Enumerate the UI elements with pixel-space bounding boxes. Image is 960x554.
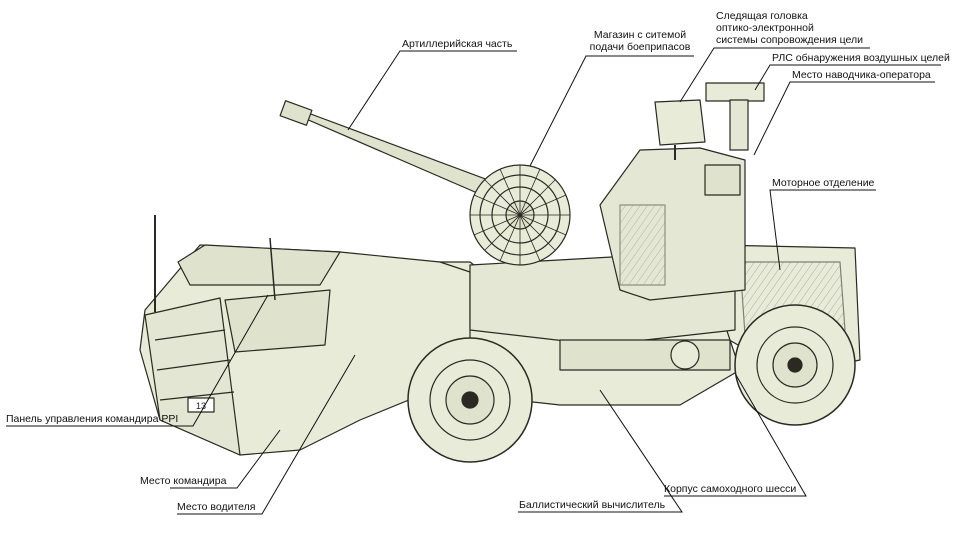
label-artillery: Артиллерийская часть (402, 38, 513, 50)
label-ballistic: Баллистический вычислитель (519, 499, 666, 511)
leader-operator (753, 81, 935, 156)
cab-front (144, 297, 241, 456)
radar-antenna (705, 82, 765, 102)
leader-panel (6, 294, 269, 427)
leader-tracker (679, 47, 870, 103)
tracker-head (654, 99, 706, 146)
driveline (559, 339, 731, 371)
label-tracker-line3: системы сопровождения цели (716, 34, 863, 46)
label-chassis: Корпус самоходного шесси (664, 483, 797, 495)
label-tracker: Следящая головка оптико-электронной сист… (716, 10, 863, 46)
rear-wheel (734, 304, 856, 426)
grille-line (156, 359, 231, 371)
leader-radar (754, 64, 941, 91)
muzzle-brake (279, 100, 313, 126)
label-radar: РЛС обнаружения воздушных целей (772, 52, 950, 64)
label-engine: Моторное отделение (772, 177, 875, 189)
label-panel: Панель управления командира PPI (6, 413, 179, 425)
label-tracker-line2: оптико-электронной (716, 22, 814, 34)
label-magazine: Магазин с ситемой подачи боеприпасов (588, 29, 692, 53)
grille-line (159, 391, 235, 401)
leader-artillery (347, 50, 517, 131)
differential (670, 340, 700, 370)
radar-mast (729, 99, 749, 151)
leader-lines (6, 47, 941, 515)
plate-text: 13 (196, 401, 206, 411)
turret-internals (619, 204, 666, 286)
leader-engine (769, 189, 876, 271)
ammo-drum-spokes (470, 165, 570, 265)
cab-roof (177, 244, 341, 286)
leader-chassis (664, 374, 807, 497)
label-driver: Место водителя (177, 501, 256, 513)
label-commander: Место командира (140, 475, 227, 487)
leader-commander (170, 429, 281, 489)
leader-driver (177, 354, 356, 515)
antenna (269, 237, 276, 301)
label-operator: Место наводчика-оператора (792, 69, 931, 81)
leader-ballistic (518, 389, 683, 513)
cab-window (224, 289, 331, 353)
grille-line (154, 329, 226, 341)
front-wheel (407, 337, 533, 463)
leader-magazine (529, 55, 694, 167)
label-magazine-line1: Магазин с ситемой (593, 29, 687, 41)
control-panel (704, 164, 741, 196)
label-magazine-line2: подачи боеприпасов (589, 41, 691, 53)
label-tracker-line1: Следящая головка (716, 10, 808, 22)
